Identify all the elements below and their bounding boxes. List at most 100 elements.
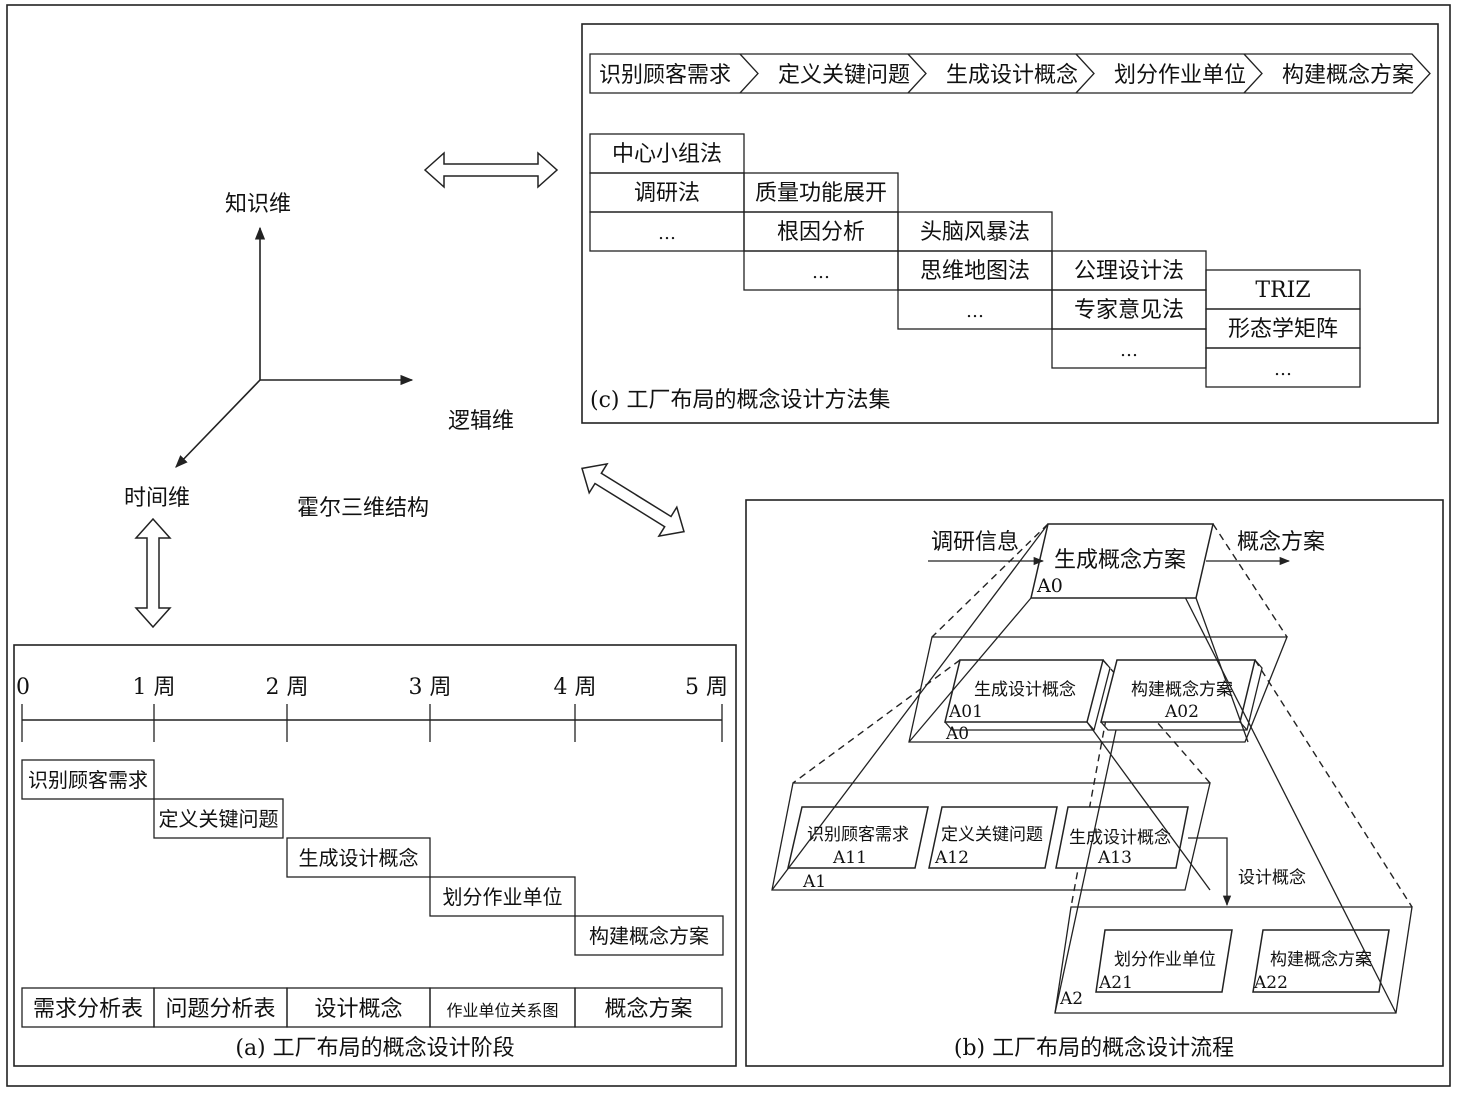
- a0-plane: [908, 636, 1288, 743]
- a12-code: A12: [934, 848, 969, 868]
- projection-a01-left: [792, 659, 961, 784]
- a1-plane-code: A1: [802, 872, 826, 892]
- double-arrow-knowledge-methods: [423, 151, 559, 189]
- a1-plane: [771, 782, 1211, 891]
- panel-process: A0 生成设计概念 A01 构建概念方案 A02 A1 识别顾客需求 A11 定…: [745, 499, 1444, 1067]
- time-axis-label: 时间维: [124, 486, 190, 511]
- decomp-line-1: [908, 597, 1032, 743]
- panel-a-frame: [13, 644, 737, 1067]
- method-label-c1-r2: 调研法: [634, 181, 700, 206]
- a13-code: A13: [1097, 848, 1132, 868]
- stage-box-1: [21, 759, 155, 800]
- method-label-c2-r3: …: [812, 262, 830, 283]
- design-concept-flow-label: 设计概念: [1238, 867, 1306, 888]
- knowledge-axis-label: 知识维: [225, 192, 291, 217]
- output-label-1: 需求分析表: [33, 997, 143, 1022]
- method-label-c1-r3: …: [658, 223, 676, 244]
- chevron-step-5: 构建概念方案: [1282, 63, 1414, 88]
- timeline-tick-label-2: 2 周: [266, 675, 309, 700]
- method-label-c5-r2: 形态学矩阵: [1228, 317, 1338, 342]
- panel-a-caption: (a) 工厂布局的概念设计阶段: [235, 1036, 514, 1061]
- a22-code: A22: [1253, 973, 1288, 993]
- a02-label: 构建概念方案: [1131, 679, 1233, 700]
- panel-c-frame: [581, 23, 1439, 424]
- design-concept-flow-arrow: [1188, 837, 1232, 907]
- method-label-c5-r1: TRIZ: [1255, 278, 1310, 303]
- method-label-c3-r1: 头脑风暴法: [920, 220, 1030, 245]
- timeline-tick-label-4: 4 周: [554, 675, 597, 700]
- method-label-c2-r2: 根因分析: [777, 220, 865, 245]
- chevron-divider: [739, 53, 759, 94]
- method-label-c4-r1: 公理设计法: [1074, 259, 1184, 284]
- a21-code: A21: [1098, 973, 1133, 993]
- method-label-c4-r3: …: [1120, 340, 1138, 361]
- timeline-tick-label-5: 5 周: [685, 675, 728, 700]
- chevron-row: 识别顾客需求定义关键问题生成设计概念划分作业单位构建概念方案: [589, 53, 1431, 94]
- a12-box: [928, 806, 1058, 869]
- a01-code: A01: [948, 702, 983, 722]
- projection-a0-right: [1212, 523, 1288, 638]
- chevron-outline: [589, 53, 1431, 94]
- a22-label: 构建概念方案: [1270, 949, 1372, 970]
- timeline-tick-label-3: 3 周: [409, 675, 452, 700]
- stage-label-4: 划分作业单位: [443, 885, 563, 909]
- method-label-c3-r3: …: [966, 301, 984, 322]
- timeline-tick-label-1: 1 周: [133, 675, 176, 700]
- chevron-step-3: 生成设计概念: [946, 63, 1078, 88]
- decomp-line-4: [1086, 721, 1211, 891]
- stage-label-2: 定义关键问题: [159, 807, 279, 831]
- output-box-5: [574, 987, 723, 1028]
- a0-box: [1030, 523, 1214, 599]
- double-arrow-logic-process: [581, 462, 685, 538]
- a21-box: [1095, 929, 1233, 993]
- a21-label: 划分作业单位: [1114, 950, 1216, 970]
- stage-box-5: [574, 915, 724, 956]
- stage-outputs-row: 需求分析表问题分析表设计概念作业单位关系图概念方案: [21, 987, 723, 1028]
- timeline-ticks: 0 1 周 2 周 3 周 4 周 5 周: [16, 675, 728, 742]
- stage-label-3: 生成设计概念: [299, 846, 419, 870]
- timeline-tick-label-0: 0: [16, 675, 30, 700]
- double-arrow-time-stages: [134, 517, 172, 629]
- stage-label-1: 识别顾客需求: [28, 768, 148, 792]
- method-label-c4-r2: 专家意见法: [1074, 298, 1184, 323]
- a0-label: 生成概念方案: [1054, 548, 1186, 573]
- panel-methods: 识别顾客需求定义关键问题生成设计概念划分作业单位构建概念方案 中心小组法调研法……: [581, 23, 1439, 424]
- decomp-line-5: [1054, 729, 1117, 1014]
- chevron-divider: [907, 53, 927, 94]
- a11-code: A11: [832, 848, 867, 868]
- method-label-c2-r1: 质量功能展开: [755, 181, 887, 206]
- method-label-c5-r3: …: [1274, 359, 1292, 380]
- decomp-line-6: [1184, 596, 1397, 1014]
- stage-label-5: 构建概念方案: [589, 924, 709, 948]
- a22-box: [1252, 929, 1390, 993]
- method-staircase: 中心小组法调研法…质量功能展开根因分析…头脑风暴法思维地图法…公理设计法专家意见…: [589, 133, 1361, 388]
- method-cell-c5-r3: [1205, 347, 1361, 388]
- method-label-c3-r2: 思维地图法: [920, 259, 1030, 284]
- hall-title: 霍尔三维结构: [297, 496, 429, 521]
- input-label: 调研信息: [931, 530, 1019, 555]
- panel-b-caption: (b) 工厂布局的概念设计流程: [954, 1036, 1234, 1061]
- logic-axis-label: 逻辑维: [448, 409, 514, 434]
- a0-code: A0: [1036, 575, 1063, 597]
- a02-code: A02: [1164, 702, 1199, 722]
- panel-b-frame: [745, 499, 1444, 1067]
- output-label-4: 作业单位关系图: [446, 1001, 558, 1020]
- a01-label: 生成设计概念: [974, 679, 1076, 700]
- outer-frame: [6, 4, 1451, 1087]
- chevron-step-2: 定义关键问题: [778, 63, 910, 88]
- panel-stages: 0 1 周 2 周 3 周 4 周 5 周 识别顾客需求定义关键问题生成设计概念划分作业单…: [13, 644, 737, 1067]
- panel-c-caption: (c) 工厂布局的概念设计方法集: [590, 388, 890, 413]
- projection-a0-left: [931, 523, 1049, 638]
- chevron-step-4: 划分作业单位: [1114, 63, 1246, 88]
- output-label: 概念方案: [1237, 530, 1325, 555]
- time-axis-arrow: [175, 379, 261, 468]
- a12-label: 定义关键问题: [941, 825, 1043, 845]
- stage-box-2: [153, 798, 284, 839]
- stage-box-3: [286, 837, 431, 878]
- hall-structure: 知识维 逻辑维 时间维 霍尔三维结构: [124, 192, 514, 521]
- output-label-3: 设计概念: [314, 997, 402, 1022]
- output-label-2: 问题分析表: [165, 997, 275, 1022]
- projection-a02-right: [1254, 659, 1413, 908]
- a11-label: 识别顾客需求: [807, 825, 909, 845]
